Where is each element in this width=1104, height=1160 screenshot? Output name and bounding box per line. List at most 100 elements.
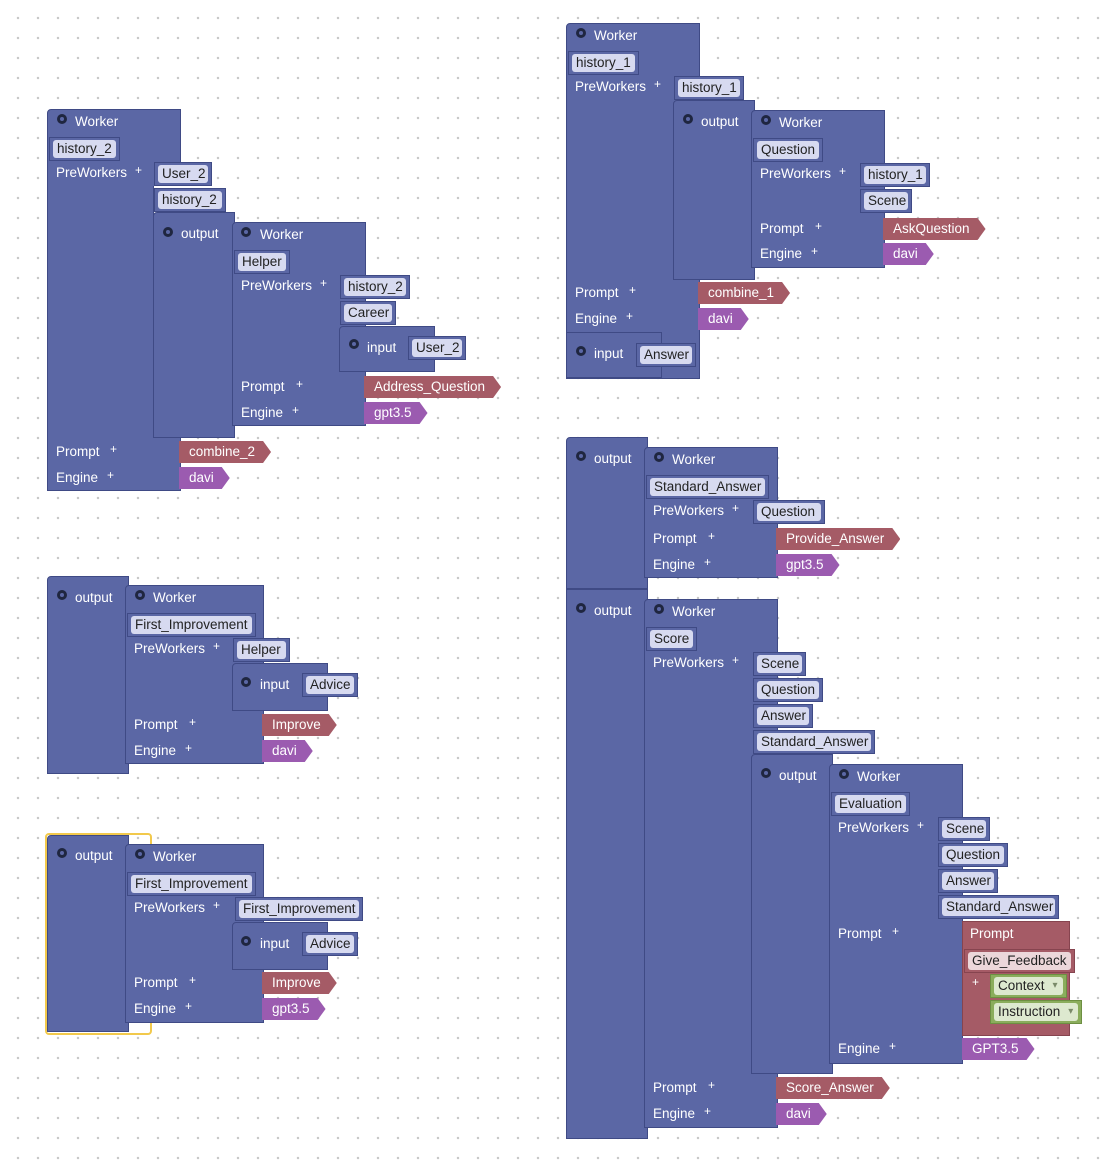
add-preworker-icon[interactable]: + (654, 77, 662, 91)
gear-icon[interactable] (349, 339, 359, 349)
add-preworker-icon[interactable]: + (917, 818, 925, 832)
add-preworker-icon[interactable]: + (732, 501, 740, 515)
add-engine-icon[interactable]: + (704, 555, 712, 569)
worker-name-field[interactable]: history_2 (49, 137, 120, 161)
context-field[interactable]: Context (990, 974, 1067, 998)
engine-value[interactable]: davi (883, 243, 934, 265)
add-engine-icon[interactable]: + (185, 741, 193, 755)
gear-icon[interactable] (654, 604, 664, 614)
add-engine-icon[interactable]: + (626, 309, 634, 323)
preworker-history-2[interactable]: history_2 (154, 188, 226, 212)
add-preworker-icon[interactable]: + (732, 653, 740, 667)
worker-name-field[interactable]: Helper (234, 250, 290, 274)
gear-icon[interactable] (135, 590, 145, 600)
gear-icon[interactable] (761, 115, 771, 125)
engine-value[interactable]: gpt3.5 (262, 998, 326, 1020)
add-prompt-icon[interactable]: + (110, 442, 118, 456)
add-preworker-icon[interactable]: + (135, 163, 143, 177)
worker-name-field[interactable]: Evaluation (831, 792, 911, 816)
add-prompt-icon[interactable]: + (629, 283, 637, 297)
instruction-field[interactable]: Instruction (990, 1000, 1083, 1024)
engine-value[interactable]: davi (179, 467, 230, 489)
add-engine-icon[interactable]: + (185, 999, 193, 1013)
worker-name-field[interactable]: Standard_Answer (646, 475, 770, 499)
add-engine-icon[interactable]: + (889, 1039, 897, 1053)
output-block[interactable] (751, 754, 833, 1074)
prompt-value[interactable]: AskQuestion (883, 218, 986, 240)
preworker-first-improvement[interactable]: First_Improvement (235, 897, 363, 921)
gear-icon[interactable] (57, 114, 67, 124)
output-block[interactable] (47, 576, 129, 774)
gear-icon[interactable] (576, 28, 586, 38)
preworker-user-2[interactable]: User_2 (154, 162, 212, 186)
add-engine-icon[interactable]: + (704, 1104, 712, 1118)
preworker-standard-answer[interactable]: Standard_Answer (753, 730, 875, 754)
gear-icon[interactable] (576, 346, 586, 356)
prompt-value[interactable]: Improve (262, 972, 337, 994)
gear-icon[interactable] (57, 848, 67, 858)
prompt-value[interactable]: combine_1 (698, 282, 790, 304)
gear-icon[interactable] (241, 936, 251, 946)
gear-icon[interactable] (57, 590, 67, 600)
output-block[interactable] (153, 212, 235, 438)
prompt-value[interactable]: Score_Answer (776, 1077, 890, 1099)
gear-icon[interactable] (576, 451, 586, 461)
add-engine-icon[interactable]: + (107, 468, 115, 482)
gear-icon[interactable] (135, 849, 145, 859)
add-preworker-icon[interactable]: + (320, 276, 328, 290)
prompt-value[interactable]: combine_2 (179, 441, 271, 463)
preworker-question[interactable]: Question (938, 843, 1008, 867)
add-preworker-icon[interactable]: + (213, 639, 221, 653)
worker-name-field[interactable]: Question (753, 138, 824, 162)
gear-icon[interactable] (163, 227, 173, 237)
preworker-helper[interactable]: Helper (233, 638, 290, 662)
add-field-icon[interactable]: + (972, 975, 980, 989)
engine-value[interactable]: davi (776, 1103, 827, 1125)
gear-icon[interactable] (654, 452, 664, 462)
add-prompt-icon[interactable]: + (708, 1078, 716, 1092)
input-field[interactable]: Answer (636, 343, 696, 367)
preworker-scene[interactable]: Scene (860, 189, 912, 213)
add-prompt-icon[interactable]: + (189, 715, 197, 729)
gear-icon[interactable] (576, 603, 586, 613)
preworker-answer[interactable]: Answer (753, 704, 813, 728)
gear-icon[interactable] (241, 227, 251, 237)
engine-value[interactable]: gpt3.5 (364, 402, 428, 424)
add-prompt-icon[interactable]: + (708, 529, 716, 543)
add-prompt-icon[interactable]: + (189, 973, 197, 987)
output-block[interactable] (566, 437, 648, 589)
preworker-answer[interactable]: Answer (938, 869, 998, 893)
gear-icon[interactable] (241, 677, 251, 687)
input-field[interactable]: Advice (302, 932, 358, 956)
gear-icon[interactable] (761, 768, 771, 778)
add-preworker-icon[interactable]: + (213, 898, 221, 912)
output-block[interactable] (566, 589, 648, 1139)
engine-value[interactable]: gpt3.5 (776, 554, 840, 576)
add-preworker-icon[interactable]: + (839, 164, 847, 178)
prompt-value[interactable]: Provide_Answer (776, 528, 900, 550)
worker-name-field[interactable]: Score (646, 627, 698, 651)
preworker-history-1[interactable]: history_1 (860, 163, 930, 187)
worker-name-field[interactable]: First_Improvement (127, 613, 256, 637)
preworker-question[interactable]: Question (753, 500, 825, 524)
input-field[interactable]: Advice (302, 673, 358, 697)
prompt-value[interactable]: Address_Question (364, 376, 501, 398)
add-engine-icon[interactable]: + (811, 244, 819, 258)
worker-name-field[interactable]: history_1 (568, 51, 639, 75)
add-prompt-icon[interactable]: + (815, 219, 823, 233)
preworker-standard-answer[interactable]: Standard_Answer (938, 895, 1059, 919)
preworker-question[interactable]: Question (753, 678, 823, 702)
add-prompt-icon[interactable]: + (296, 377, 304, 391)
prompt-value[interactable]: Improve (262, 714, 337, 736)
gear-icon[interactable] (839, 769, 849, 779)
gear-icon[interactable] (683, 114, 693, 124)
engine-value[interactable]: davi (262, 740, 313, 762)
output-block[interactable] (673, 100, 755, 280)
engine-value[interactable]: davi (698, 308, 749, 330)
prompt-name-field[interactable]: Give_Feedback (964, 949, 1075, 973)
preworker-history-1[interactable]: history_1 (674, 76, 744, 100)
worker-name-field[interactable]: First_Improvement (127, 872, 256, 896)
add-engine-icon[interactable]: + (292, 403, 300, 417)
preworker-scene[interactable]: Scene (753, 652, 806, 676)
preworker-career[interactable]: Career (340, 301, 396, 325)
